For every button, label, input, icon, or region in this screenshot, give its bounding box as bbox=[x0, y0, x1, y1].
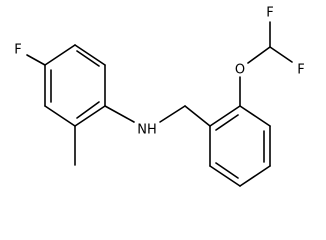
difluoro-fluorine-1: F bbox=[266, 6, 273, 21]
bond bbox=[239, 105, 271, 127]
c-f2-bond bbox=[269, 46, 293, 63]
c-f-bond bbox=[26, 54, 46, 66]
double-bond bbox=[215, 114, 239, 131]
difluoromethoxyphenyl-ring bbox=[209, 105, 271, 187]
bond bbox=[209, 105, 241, 127]
fluorine-atom: F bbox=[14, 43, 21, 58]
bond bbox=[239, 165, 271, 187]
bond bbox=[44, 105, 76, 127]
double-bond bbox=[215, 162, 239, 179]
n-ch2-bond bbox=[159, 105, 186, 123]
structure-canvas: F NH O F F bbox=[14, 5, 305, 187]
bond bbox=[74, 105, 106, 127]
ch2-aryl-bond bbox=[184, 105, 211, 127]
c-n-bond bbox=[104, 105, 135, 123]
amine-atom: NH bbox=[137, 123, 157, 138]
double-bond bbox=[76, 101, 100, 119]
oxygen-atom: O bbox=[235, 63, 245, 78]
bond bbox=[74, 44, 106, 66]
molecule-diagram: F NH O F F bbox=[14, 6, 305, 187]
bond bbox=[44, 44, 76, 66]
bond bbox=[209, 165, 241, 187]
o-c-bond bbox=[247, 46, 271, 64]
difluoro-fluorine-2: F bbox=[297, 63, 304, 78]
fluorophenyl-ring bbox=[44, 44, 106, 127]
double-bond bbox=[76, 50, 100, 67]
